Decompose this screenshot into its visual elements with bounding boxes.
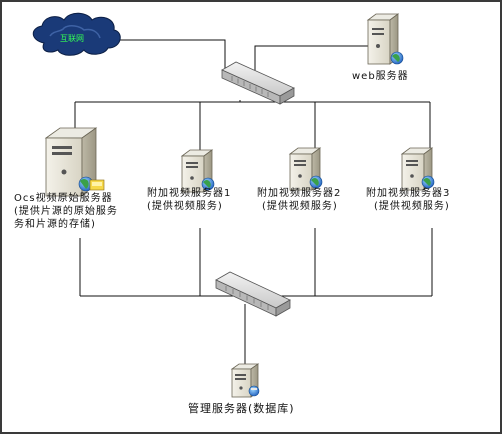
internet-label: 互联网 <box>60 34 84 43</box>
extra-server-3-label: 附加视频服务器3 <box>366 188 451 199</box>
management-server-icon <box>230 363 260 398</box>
web-server-icon <box>366 13 404 65</box>
web-server-label: web服务器 <box>352 71 409 82</box>
extra-server-2-icon <box>288 147 323 191</box>
extra-server-2-desc: (提供视频服务) <box>262 201 338 212</box>
link-web-switch <box>254 45 380 78</box>
extra-server-1-label: 附加视频服务器1 <box>147 188 232 199</box>
extra-server-3-icon <box>400 147 435 191</box>
extra-server-1-desc: (提供视频服务) <box>147 201 223 212</box>
ocs-server-desc-1: (提供片源的原始服务 <box>14 206 118 217</box>
extra-server-1-icon <box>180 149 215 193</box>
bottom-switch-icon <box>215 271 291 317</box>
extra-server-2-label: 附加视频服务器2 <box>257 188 342 199</box>
management-server-label: 管理服务器(数据库) <box>188 402 295 415</box>
connection-lines <box>74 39 433 366</box>
top-switch-icon <box>221 61 295 105</box>
extra-server-3-desc: (提供视频服务) <box>374 201 450 212</box>
ocs-server-desc-2: 务和片源的存储) <box>14 219 96 230</box>
ocs-server-icon <box>44 127 105 197</box>
link-internet-switch <box>110 39 226 68</box>
ocs-server-label: Ocs视频原始服务器 <box>14 193 113 204</box>
cloud-icon <box>32 12 121 56</box>
